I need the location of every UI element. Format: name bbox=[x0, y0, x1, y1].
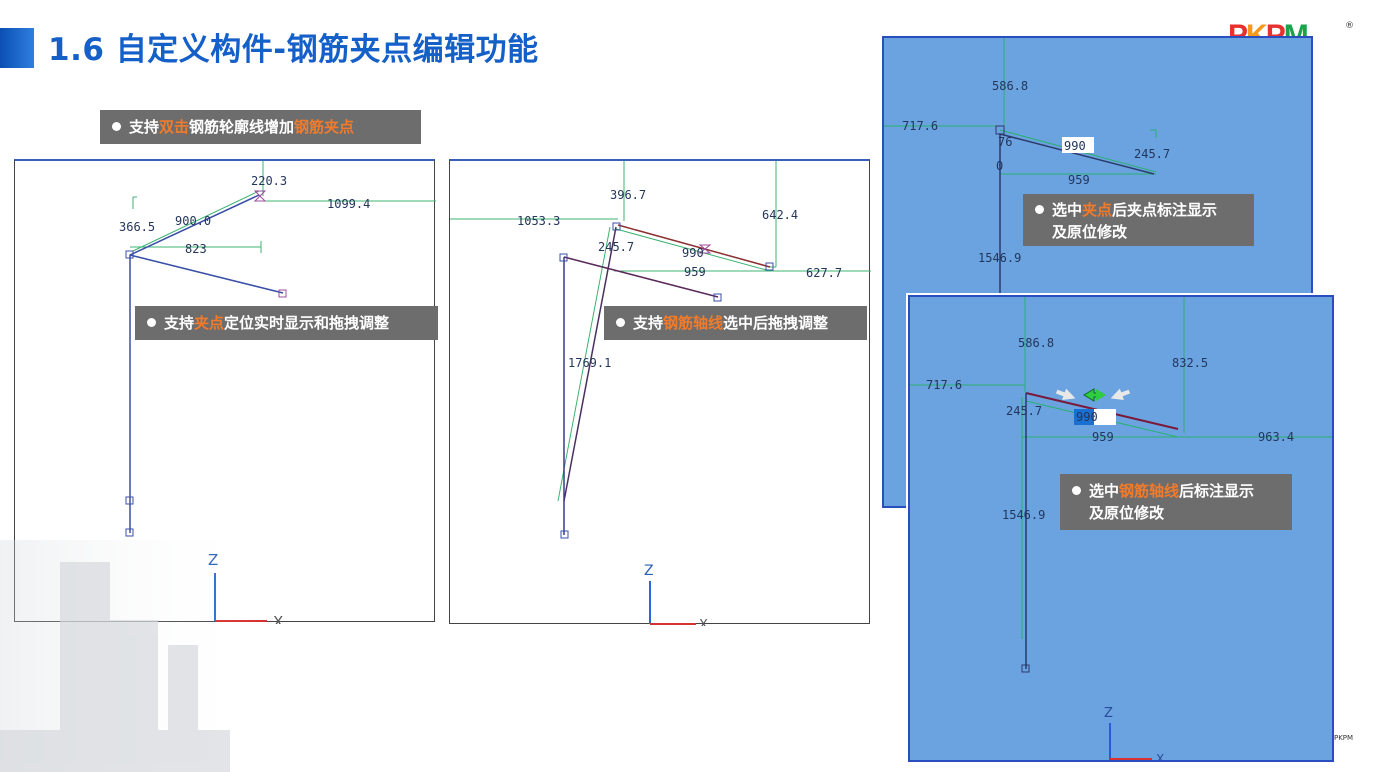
grip-point bbox=[559, 253, 568, 262]
dimension-label: 76 bbox=[998, 135, 1012, 149]
caption-highlight: 夹点 bbox=[194, 314, 225, 332]
dimension-label: 832.5 bbox=[1172, 356, 1208, 370]
caption-axis-label: 选中钢筋轴线后标注显示 及原位修改 bbox=[1060, 474, 1292, 530]
dimension-label: 396.7 bbox=[610, 188, 646, 202]
dimension-line bbox=[615, 228, 771, 272]
rebar-line bbox=[129, 254, 284, 294]
caption-text: 选中后拖拽调整 bbox=[723, 314, 829, 332]
grip-point bbox=[125, 496, 134, 505]
grip-point bbox=[612, 222, 621, 231]
dimension-label: 1053.3 bbox=[517, 214, 560, 228]
axis-x-label: X bbox=[273, 613, 283, 624]
dimension-label: 220.3 bbox=[251, 174, 287, 188]
caption-text: 及原位修改 bbox=[1089, 504, 1165, 522]
axis-z-label: Z bbox=[1104, 706, 1113, 721]
dimension-label: 586.8 bbox=[1018, 336, 1054, 350]
dimension-label: 1099.4 bbox=[327, 197, 370, 211]
axis-x-label: X bbox=[699, 618, 708, 626]
caption-text: 支持 bbox=[164, 314, 195, 332]
page-title: 1.6 自定义构件-钢筋夹点编辑功能 bbox=[48, 32, 539, 68]
dimension-label: 627.7 bbox=[806, 266, 842, 280]
caption-text: 定位实时显示和拖拽调整 bbox=[224, 314, 390, 332]
dimension-label: 245.7 bbox=[598, 240, 634, 254]
caption-highlight: 夹点 bbox=[1082, 201, 1113, 219]
dimension-label: 0 bbox=[996, 159, 1003, 173]
grip-marker bbox=[698, 244, 712, 254]
dimension-label: 1769.1 bbox=[568, 356, 611, 370]
rebar-line bbox=[563, 256, 719, 298]
grip-point bbox=[713, 293, 722, 302]
dimension-label: 642.4 bbox=[762, 208, 798, 222]
dimension-line bbox=[557, 226, 611, 502]
dimension-line bbox=[132, 190, 260, 252]
caption-text: 后夹点标注显示 bbox=[1112, 201, 1218, 219]
caption-text: 后标注显示 bbox=[1179, 482, 1255, 500]
axis-gizmo: Z X bbox=[644, 563, 708, 626]
grip-point bbox=[765, 262, 774, 271]
grip-point bbox=[995, 125, 1005, 135]
bullet-icon bbox=[1035, 205, 1044, 214]
title-accent-bar bbox=[0, 28, 34, 68]
dimension-label: 959 bbox=[1068, 173, 1090, 187]
caption-text: 支持 bbox=[633, 314, 664, 332]
grip-marker bbox=[253, 190, 267, 202]
caption-grip-label: 选中夹点后夹点标注显示 及原位修改 bbox=[1023, 194, 1254, 246]
grip-point bbox=[125, 250, 134, 259]
dimension-label: 717.6 bbox=[926, 378, 962, 392]
dimension-label: 959 bbox=[1092, 430, 1114, 444]
grip-point bbox=[560, 530, 569, 539]
caption-axis-drag: 支持钢筋轴线选中后拖拽调整 bbox=[604, 306, 867, 340]
bullet-icon bbox=[616, 318, 625, 327]
bullet-icon bbox=[1072, 486, 1081, 495]
caption-text: 钢筋轮廓线增加 bbox=[189, 118, 295, 136]
viewport-panel-axis-drag[interactable]: 396.7 642.4 1053.3 245.7 990 959 627.7 1… bbox=[449, 159, 871, 626]
caption-highlight: 双击 bbox=[159, 118, 190, 136]
grip-point bbox=[1021, 664, 1030, 673]
dimension-label: 1546.9 bbox=[1002, 508, 1045, 522]
axis-x-label: X bbox=[1156, 752, 1164, 760]
rebar-line bbox=[617, 224, 771, 268]
dimension-label: 586.8 bbox=[992, 79, 1028, 93]
dimension-label: 717.6 bbox=[902, 119, 938, 133]
caption-grip-realtime: 支持夹点定位实时显示和拖拽调整 bbox=[135, 306, 438, 340]
building-watermark bbox=[0, 540, 260, 772]
axis-gizmo: Z X bbox=[1104, 706, 1164, 760]
dimension-label: 900.0 bbox=[175, 214, 211, 228]
caption-double-click: 支持双击钢筋轮廓线增加钢筋夹点 bbox=[100, 110, 421, 144]
dimension-label: 990 bbox=[682, 246, 704, 260]
logo-registered-mark: ® bbox=[1345, 21, 1354, 31]
grip-point bbox=[125, 528, 134, 537]
dimension-label: 245.7 bbox=[1006, 404, 1042, 418]
caption-text: 及原位修改 bbox=[1052, 223, 1128, 241]
dimension-label: 366.5 bbox=[119, 220, 155, 234]
rebar-line bbox=[563, 226, 617, 502]
corner-mark: PKPM bbox=[1334, 734, 1354, 742]
dimension-label: 963.4 bbox=[1258, 430, 1294, 444]
grip-value-text: 990 bbox=[1064, 139, 1086, 153]
dimension-label: 823 bbox=[185, 242, 207, 256]
caption-text: 支持 bbox=[129, 118, 160, 136]
dimension-label: 959 bbox=[684, 265, 706, 279]
axis-value-text: 990 bbox=[1076, 410, 1098, 424]
dimension-label: 245.7 bbox=[1134, 147, 1170, 161]
grip-point bbox=[278, 289, 287, 298]
caption-text: 选中 bbox=[1089, 482, 1120, 500]
bullet-icon bbox=[147, 318, 156, 327]
caption-highlight: 钢筋轴线 bbox=[1119, 482, 1180, 500]
caption-highlight: 钢筋轴线 bbox=[663, 314, 724, 332]
bullet-icon bbox=[112, 122, 121, 131]
caption-highlight: 钢筋夹点 bbox=[294, 118, 355, 136]
grip-value-input[interactable] bbox=[1062, 137, 1094, 153]
axis-z-label: Z bbox=[644, 563, 654, 579]
drag-arrows-icon[interactable] bbox=[1055, 386, 1132, 404]
dimension-label: 1546.9 bbox=[978, 251, 1021, 265]
caption-text: 选中 bbox=[1052, 201, 1083, 219]
